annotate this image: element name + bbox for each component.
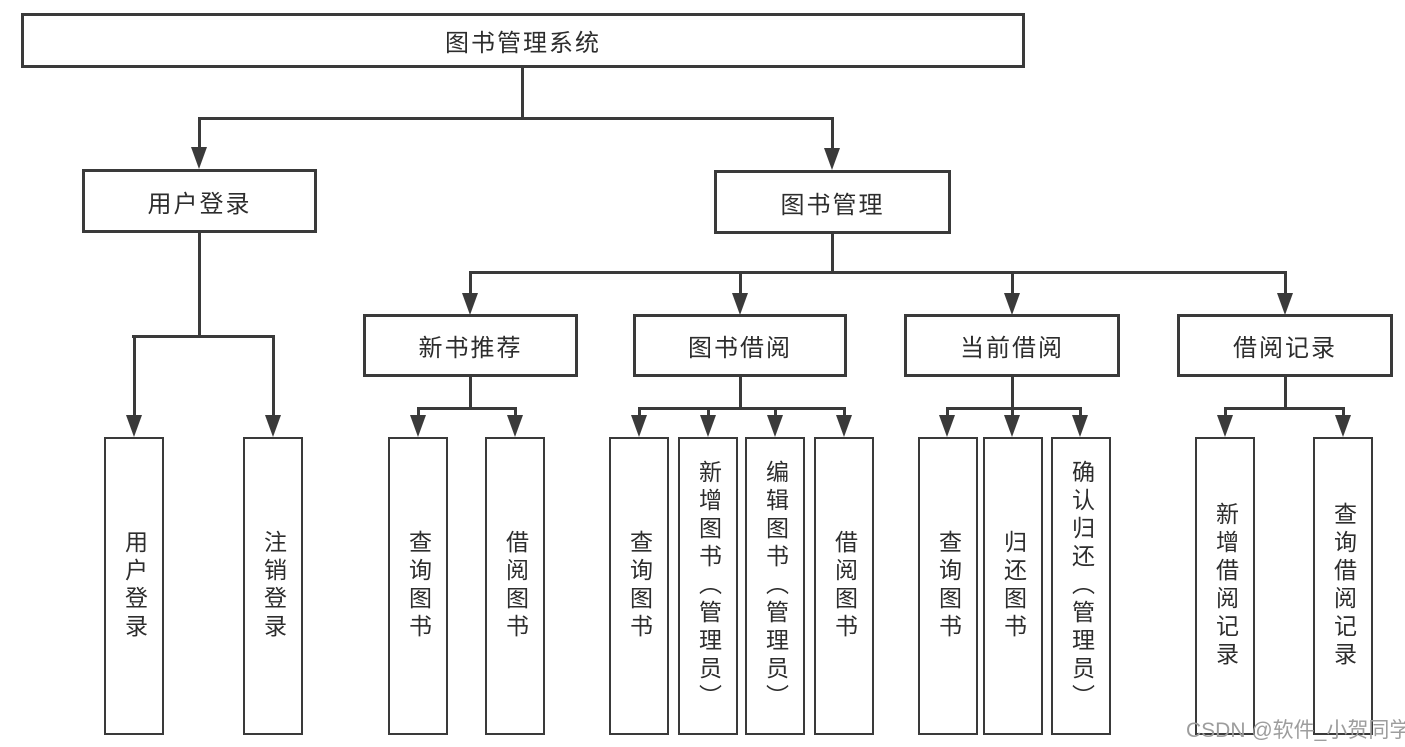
connector-vline — [843, 407, 846, 417]
connector-vline — [638, 407, 641, 417]
leaf-label: 借阅图书 — [502, 530, 529, 642]
arrowhead-down-icon — [1072, 415, 1088, 437]
arrowhead-down-icon — [1217, 415, 1233, 437]
node-label: 当前借阅 — [960, 335, 1064, 362]
connector-hline — [132, 335, 274, 338]
leaf-label: 确认归还（管理员） — [1068, 460, 1095, 712]
leaf-label: 注销登录 — [260, 530, 287, 642]
leaf-label: 借阅图书 — [831, 530, 858, 642]
leaf-borrow-books-recommend: 借阅图书 — [485, 437, 545, 735]
arrowhead-down-icon — [265, 415, 281, 437]
arrowhead-down-icon — [126, 415, 142, 437]
leaf-query-borrow-record: 查询借阅记录 — [1313, 437, 1373, 735]
watermark: CSDN @软件_小贺同学 — [1186, 719, 1405, 742]
connector-vline — [831, 234, 834, 273]
connector-vline — [946, 407, 949, 417]
connector-vline — [1224, 407, 1227, 417]
connector-vline — [1284, 271, 1287, 294]
leaf-user-login: 用户登录 — [104, 437, 164, 735]
arrowhead-down-icon — [767, 415, 783, 437]
node-label: 图书管理 — [780, 191, 885, 219]
connector-vline — [198, 233, 201, 337]
connector-hline — [198, 117, 833, 120]
node-book-management: 图书管理 — [714, 170, 951, 234]
connector-vline — [1011, 271, 1014, 294]
arrowhead-down-icon — [1335, 415, 1351, 437]
leaf-return-books: 归还图书 — [983, 437, 1043, 735]
node-label: 用户登录 — [147, 190, 252, 218]
arrowhead-down-icon — [410, 415, 426, 437]
node-book-borrow: 图书借阅 — [633, 314, 847, 377]
connector-vline — [521, 68, 524, 118]
connector-vline — [272, 335, 275, 417]
connector-vline — [707, 407, 710, 417]
connector-vline — [1011, 407, 1014, 417]
leaf-label: 查询图书 — [626, 530, 653, 642]
connector-vline — [417, 407, 420, 417]
arrowhead-down-icon — [824, 148, 840, 170]
arrowhead-down-icon — [836, 415, 852, 437]
arrowhead-down-icon — [507, 415, 523, 437]
connector-vline — [133, 335, 136, 417]
connector-vline — [739, 271, 742, 294]
node-label: 图书借阅 — [688, 335, 792, 362]
connector-hline — [1224, 407, 1344, 410]
connector-vline — [831, 117, 834, 148]
connector-vline — [198, 117, 201, 148]
leaf-label: 归还图书 — [1000, 530, 1027, 642]
leaf-add-books-admin: 新增图书（管理员） — [678, 437, 738, 735]
connector-vline — [739, 377, 742, 409]
node-new-book-recommend: 新书推荐 — [363, 314, 578, 377]
connector-hline — [638, 407, 845, 410]
leaf-query-books-recommend: 查询图书 — [388, 437, 448, 735]
arrowhead-down-icon — [631, 415, 647, 437]
arrowhead-down-icon — [732, 293, 748, 315]
leaf-label: 查询图书 — [935, 530, 962, 642]
leaf-borrow-books: 借阅图书 — [814, 437, 874, 735]
node-root-label: 图书管理系统 — [445, 30, 601, 57]
arrowhead-down-icon — [1277, 293, 1293, 315]
connector-hline — [946, 407, 1082, 410]
connector-vline — [1284, 377, 1287, 409]
connector-vline — [1079, 407, 1082, 417]
leaf-query-books-current: 查询图书 — [918, 437, 978, 735]
leaf-label: 编辑图书（管理员） — [762, 460, 789, 712]
connector-hline — [469, 271, 1286, 274]
arrowhead-down-icon — [1004, 293, 1020, 315]
leaf-add-borrow-record: 新增借阅记录 — [1195, 437, 1255, 735]
leaf-confirm-return-admin: 确认归还（管理员） — [1051, 437, 1111, 735]
connector-vline — [469, 271, 472, 294]
leaf-label: 新增图书（管理员） — [695, 460, 722, 712]
connector-vline — [774, 407, 777, 417]
connector-vline — [1342, 407, 1345, 417]
node-root: 图书管理系统 — [21, 13, 1025, 68]
leaf-logout: 注销登录 — [243, 437, 303, 735]
arrowhead-down-icon — [462, 293, 478, 315]
node-borrow-records: 借阅记录 — [1177, 314, 1393, 377]
arrowhead-down-icon — [700, 415, 716, 437]
node-label: 新书推荐 — [418, 335, 523, 362]
connector-vline — [514, 407, 517, 417]
leaf-label: 新增借阅记录 — [1212, 502, 1239, 670]
connector-hline — [417, 407, 517, 410]
node-user-login: 用户登录 — [82, 169, 317, 233]
arrowhead-down-icon — [191, 147, 207, 169]
leaf-edit-books-admin: 编辑图书（管理员） — [745, 437, 805, 735]
node-current-borrow: 当前借阅 — [904, 314, 1120, 377]
node-label: 借阅记录 — [1233, 335, 1337, 362]
connector-vline — [1011, 377, 1014, 409]
leaf-query-books: 查询图书 — [609, 437, 669, 735]
arrowhead-down-icon — [1004, 415, 1020, 437]
leaf-label: 查询图书 — [405, 530, 432, 642]
arrowhead-down-icon — [939, 415, 955, 437]
leaf-label: 查询借阅记录 — [1330, 502, 1357, 670]
leaf-label: 用户登录 — [121, 530, 148, 642]
connector-vline — [469, 377, 472, 409]
